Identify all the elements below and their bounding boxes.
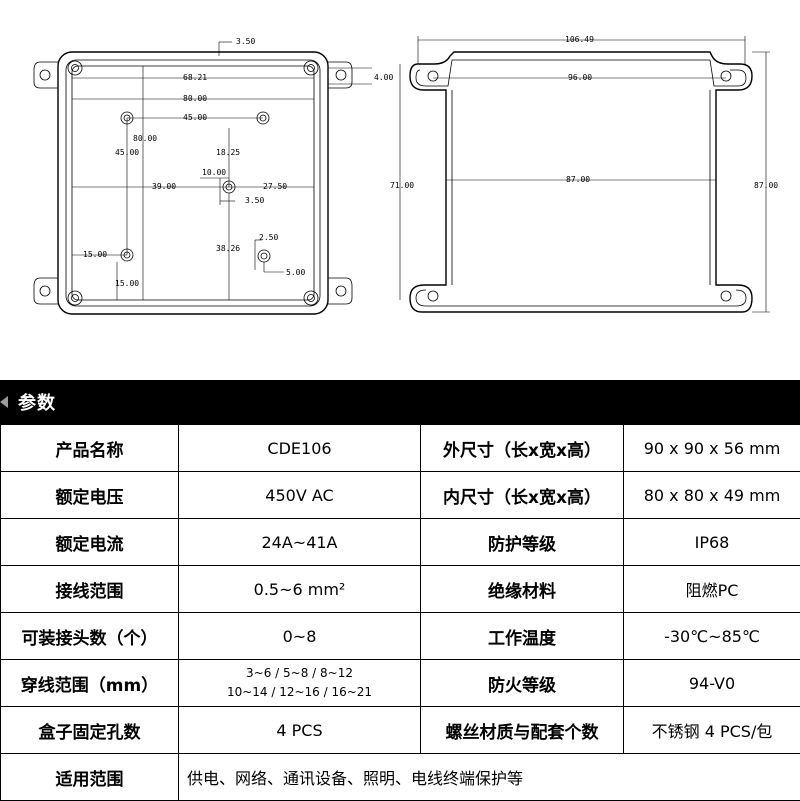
dim-15-00-h: 15.00 xyxy=(83,250,107,259)
cable-range-line-2: 10~14 / 12~16 / 16~21 xyxy=(179,683,420,702)
label-fixing-holes: 盒子固定孔数 xyxy=(1,707,179,754)
table-row: 可装接头数（个） 0~8 工作温度 -30℃~85℃ xyxy=(1,613,800,660)
section-title: 参数 xyxy=(18,389,56,415)
dim-3-50-top: 3.50 xyxy=(236,37,255,46)
value-cable-range: 3~6 / 5~8 / 8~12 10~14 / 12~16 / 16~21 xyxy=(179,660,421,707)
dim-71-00: 71.00 xyxy=(390,181,414,190)
table-row: 穿线范围（mm） 3~6 / 5~8 / 8~12 10~14 / 12~16 … xyxy=(1,660,800,707)
front-view: 3.50 68.21 80.00 45.00 4.00 80.00 45.00 … xyxy=(34,37,393,314)
dim-3-50-mid: 3.50 xyxy=(245,196,264,205)
value-connector-count: 0~8 xyxy=(179,613,421,660)
side-view: 106.49 96.00 87.00 71.00 87.00 xyxy=(390,35,778,312)
dim-68-21: 68.21 xyxy=(183,73,207,82)
label-screw-material: 螺丝材质与配套个数 xyxy=(421,707,624,754)
value-fire-rating: 94-V0 xyxy=(624,660,800,707)
label-outer-size: 外尺寸（长x宽x高） xyxy=(421,425,624,472)
value-rated-current: 24A~41A xyxy=(179,519,421,566)
value-protection-level: IP68 xyxy=(624,519,800,566)
label-cable-range: 穿线范围（mm） xyxy=(1,660,179,707)
dim-27-50: 27.50 xyxy=(263,182,287,191)
label-rated-current: 额定电流 xyxy=(1,519,179,566)
value-inner-size: 80 x 80 x 49 mm xyxy=(624,472,800,519)
label-fire-rating: 防火等级 xyxy=(421,660,624,707)
dim-4-00: 4.00 xyxy=(374,73,393,82)
dim-87-00-v: 87.00 xyxy=(754,181,778,190)
value-rated-voltage: 450V AC xyxy=(179,472,421,519)
table-row: 盒子固定孔数 4 PCS 螺丝材质与配套个数 不锈钢 4 PCS/包 xyxy=(1,707,800,754)
dim-45-00-h: 45.00 xyxy=(183,113,207,122)
dim-18-25: 18.25 xyxy=(216,148,240,157)
table-row: 额定电压 450V AC 内尺寸（长x宽x高） 80 x 80 x 49 mm xyxy=(1,472,800,519)
table-row: 额定电流 24A~41A 防护等级 IP68 xyxy=(1,519,800,566)
value-screw-material: 不锈钢 4 PCS/包 xyxy=(624,707,800,754)
label-connector-count: 可装接头数（个） xyxy=(1,613,179,660)
label-application: 适用范围 xyxy=(1,754,179,801)
spec-table: 产品名称 CDE106 外尺寸（长x宽x高） 90 x 90 x 56 mm 额… xyxy=(0,424,800,801)
dim-80-00-h: 80.00 xyxy=(183,94,207,103)
value-working-temp: -30℃~85℃ xyxy=(624,613,800,660)
triangle-icon xyxy=(0,396,8,408)
value-insulation-material: 阻燃PC xyxy=(624,566,800,613)
label-rated-voltage: 额定电压 xyxy=(1,472,179,519)
value-fixing-holes: 4 PCS xyxy=(179,707,421,754)
dim-5-00: 5.00 xyxy=(286,268,305,277)
dim-39-00: 39.00 xyxy=(152,182,176,191)
label-insulation-material: 绝缘材料 xyxy=(421,566,624,613)
label-protection-level: 防护等级 xyxy=(421,519,624,566)
dim-38-26: 38.26 xyxy=(216,244,240,253)
value-application: 供电、网络、通讯设备、照明、电线终端保护等 xyxy=(179,754,800,801)
dim-106-49: 106.49 xyxy=(565,35,594,44)
label-inner-size: 内尺寸（长x宽x高） xyxy=(421,472,624,519)
value-wiring-range: 0.5~6 mm² xyxy=(179,566,421,613)
technical-drawing: 3.50 68.21 80.00 45.00 4.00 80.00 45.00 … xyxy=(0,0,800,380)
label-wiring-range: 接线范围 xyxy=(1,566,179,613)
table-row: 适用范围 供电、网络、通讯设备、照明、电线终端保护等 xyxy=(1,754,800,801)
dim-96-00: 96.00 xyxy=(568,73,592,82)
value-product-name: CDE106 xyxy=(179,425,421,472)
table-row: 接线范围 0.5~6 mm² 绝缘材料 阻燃PC xyxy=(1,566,800,613)
dim-10-00: 10.00 xyxy=(202,168,226,177)
dim-87-00-h: 87.00 xyxy=(566,175,590,184)
cable-range-line-1: 3~6 / 5~8 / 8~12 xyxy=(179,664,420,683)
label-product-name: 产品名称 xyxy=(1,425,179,472)
dim-45-00-v: 45.00 xyxy=(115,148,139,157)
dim-80-00-v: 80.00 xyxy=(133,134,157,143)
dim-2-50: 2.50 xyxy=(259,233,278,242)
label-working-temp: 工作温度 xyxy=(421,613,624,660)
dim-15-00-v: 15.00 xyxy=(115,279,139,288)
section-header: 参数 xyxy=(0,380,800,424)
value-outer-size: 90 x 90 x 56 mm xyxy=(624,425,800,472)
table-row: 产品名称 CDE106 外尺寸（长x宽x高） 90 x 90 x 56 mm xyxy=(1,425,800,472)
